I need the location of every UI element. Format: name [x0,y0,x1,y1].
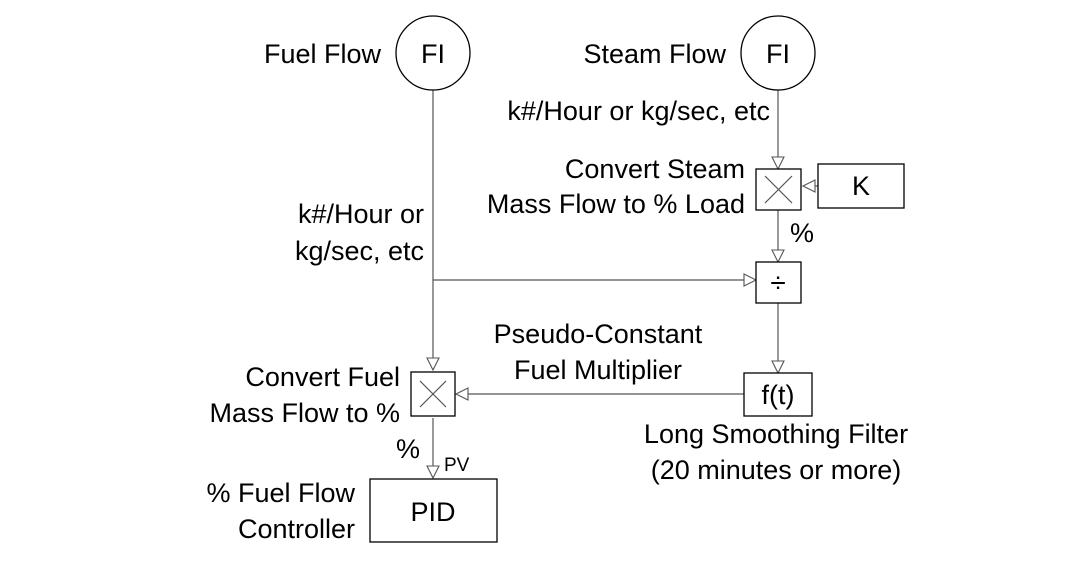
pid-box [369,478,498,543]
fuel-multiplier-block [410,371,456,417]
signal-lines [432,90,818,466]
filter-desc-line1: Long Smoothing Filter [644,419,908,449]
arrowhead-steam-multiplier [771,156,785,171]
arrowhead-divider-left [743,273,758,287]
steam-multiplier-block [755,168,802,211]
k-constant-block: K [817,163,905,209]
convert-fuel-line2: Mass Flow to % [209,398,400,428]
controller-desc-line2: Controller [238,514,355,544]
arrowheads [426,156,816,480]
fuel-fi-tag: FI [421,39,445,69]
controller-desc-line1: % Fuel Flow [206,478,355,508]
arrowhead-fuel-multiplier-top [426,357,440,372]
divider-box [755,261,802,304]
arrowhead-divider-top [771,249,785,264]
convert-fuel-line1: Convert Fuel [245,362,400,392]
fuel-percent-label: % [396,434,420,464]
fuel-flow-instrument: FI Fuel Flow [264,15,471,91]
pid-label: PID [410,497,455,527]
pv-label: PV [444,455,470,476]
filter-block: f(t) [743,372,813,417]
arrowhead-k-multiplier [801,179,816,193]
divide-icon: ÷ [770,267,785,298]
fuel-units-line2: kg/sec, etc [295,236,424,266]
filter-label: f(t) [762,380,795,410]
filter-desc-line2: (20 minutes or more) [651,455,902,485]
filter-box [743,372,813,417]
arrowhead-filter [771,360,785,375]
divider-block: ÷ [755,261,802,304]
steam-fi-tag: FI [766,39,790,69]
fuel-fi-circle [395,15,471,91]
fuel-flow-label: Fuel Flow [264,39,382,69]
pseudo-constant-line2: Fuel Multiplier [514,355,682,385]
steam-fi-circle [740,15,816,91]
arrowhead-fuel-multiplier-right [454,387,469,401]
steam-flow-label: Steam Flow [583,39,726,69]
k-box [817,163,905,209]
arrowhead-pid [426,465,440,480]
k-label: K [852,171,870,201]
convert-steam-line2: Mass Flow to % Load [487,189,745,219]
steam-flow-instrument: FI Steam Flow [583,15,816,91]
steam-units-label: k#/Hour or kg/sec, etc [507,96,770,126]
convert-steam-line1: Convert Steam [565,154,745,184]
fuel-units-line1: k#/Hour or [298,199,424,229]
pseudo-constant-line1: Pseudo-Constant [494,319,703,349]
pid-controller-block: PID [369,478,498,543]
steam-percent-label: % [790,218,814,248]
